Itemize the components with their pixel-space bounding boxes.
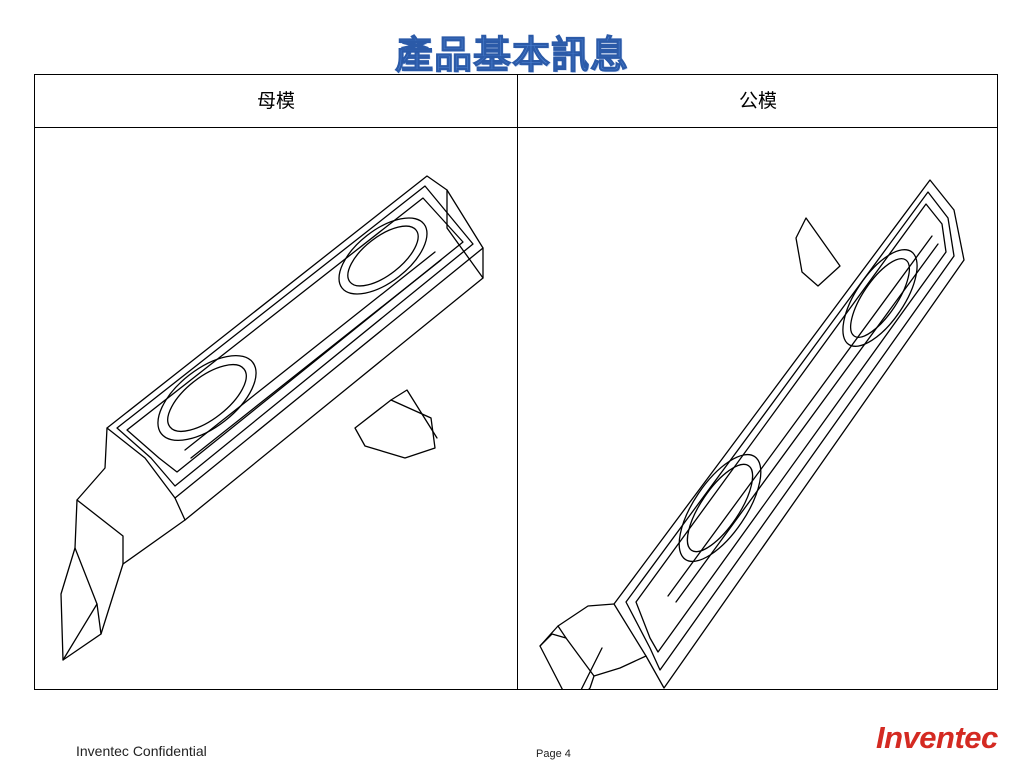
header-cavity-mold: 母模 [256,90,295,112]
core-mold-cell [518,128,998,689]
inventec-logo: Inventec [876,720,998,755]
confidential-notice: Inventec Confidential [76,743,207,759]
header-core-mold: 公模 [738,90,777,112]
table-divider-vertical [517,75,518,689]
table-divider-horizontal [35,127,997,128]
mold-table: 母模 公模 [34,74,998,690]
core-mold-drawing [539,179,965,689]
page-number: Page 4 [536,748,571,760]
cavity-mold-drawing [60,175,484,661]
page-title: 產品基本訊息 [394,32,629,78]
cavity-mold-cell [35,128,517,689]
